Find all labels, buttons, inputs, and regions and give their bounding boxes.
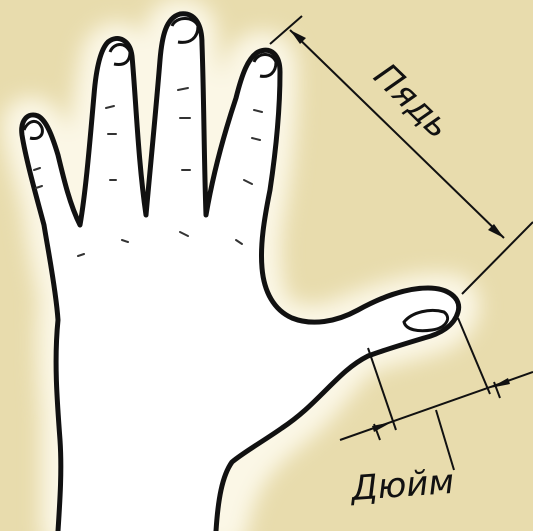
inch-label: Дюйм — [348, 462, 455, 509]
